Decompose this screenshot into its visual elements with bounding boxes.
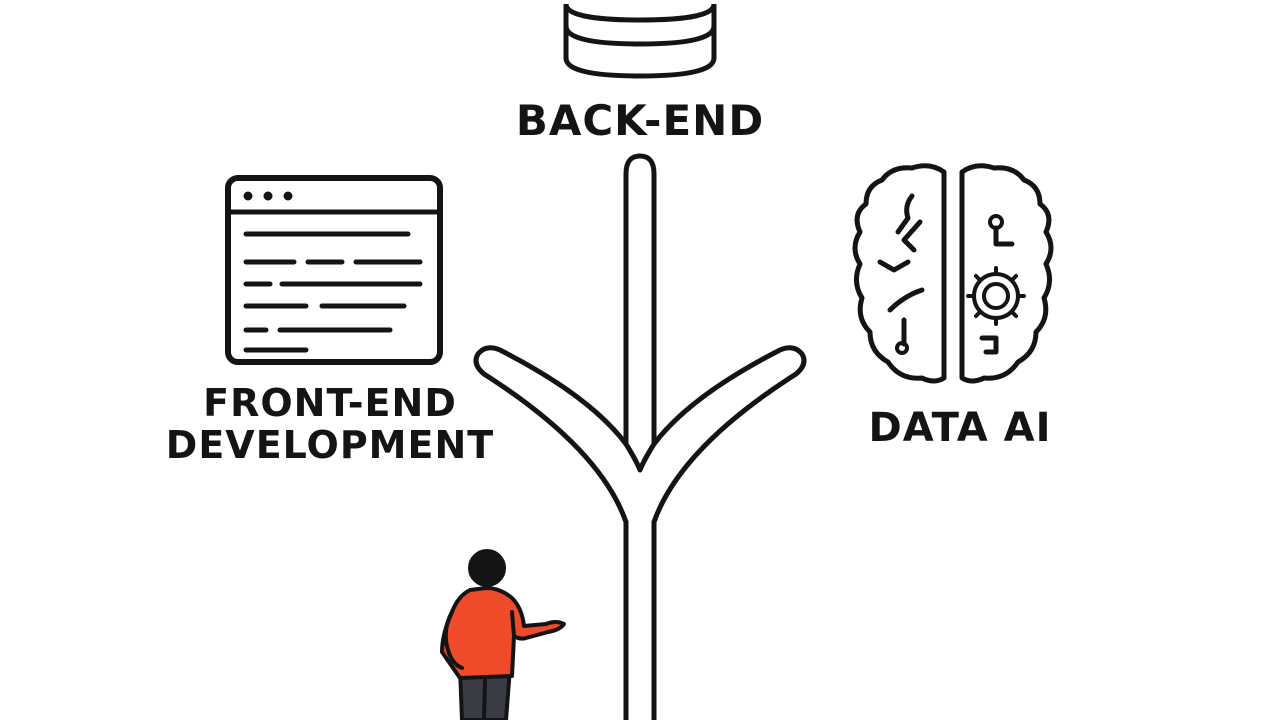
database-icon [563,3,717,79]
frontend-label-line1: FRONT-END [203,381,457,425]
backend-label: BACK-END [515,96,765,145]
brain-circuit-icon [852,163,1054,384]
person-icon [440,549,566,720]
dataai-label: DATA AI [868,405,1052,451]
browser-window-icon [225,175,443,365]
frontend-label-line2: DEVELOPMENT [165,423,495,467]
forked-road-icon [473,153,807,720]
frontend-label: FRONT-END DEVELOPMENT [110,382,550,466]
